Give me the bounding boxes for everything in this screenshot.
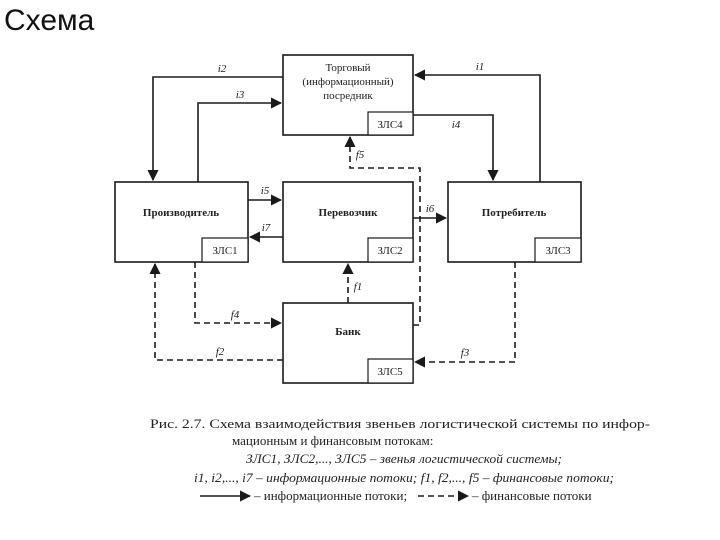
arrow-f5 xyxy=(344,135,421,326)
arrow-f2 xyxy=(149,262,283,361)
node-trade-line3: посредник xyxy=(323,90,373,102)
arrow-i3 xyxy=(197,97,283,182)
node-bank-tag: ЗЛС5 xyxy=(377,366,403,378)
arrow-i1 xyxy=(413,69,541,182)
flow-label-i4: i4 xyxy=(452,119,461,131)
node-carrier: Перевозчик ЗЛС2 xyxy=(282,181,414,263)
node-trade-tag: ЗЛС4 xyxy=(377,119,403,131)
node-consumer-tag: ЗЛС3 xyxy=(545,245,571,257)
arrow-i2 xyxy=(147,76,283,182)
node-trade-line1: Торговый xyxy=(325,62,370,74)
caption-line-4: i1, i2,..., i7 – информационные потоки; … xyxy=(194,470,614,485)
caption-line-1: Рис. 2.7. Схема взаимодействия звеньев л… xyxy=(150,416,650,431)
flow-label-i7: i7 xyxy=(262,222,271,234)
slide-title: Схема xyxy=(4,4,95,37)
node-consumer-label: Потребитель xyxy=(482,207,547,219)
node-producer: Производитель ЗЛС1 xyxy=(114,181,249,263)
legend-dashed-text: – финансовые потоки xyxy=(471,488,592,503)
caption-line-3: ЗЛС1, ЗЛС2,..., ЗЛС5 – звенья логистичес… xyxy=(246,451,562,466)
node-producer-label: Производитель xyxy=(143,207,219,219)
node-trade-line2: (информационный) xyxy=(302,76,393,88)
node-trade-intermediary: Торговый (информационный) посредник ЗЛС4 xyxy=(282,54,414,136)
flow-label-i6: i6 xyxy=(426,203,435,215)
caption-line-2: мационным и финансовым потокам: xyxy=(232,433,433,448)
arrow-f3 xyxy=(413,262,516,368)
flow-label-f4: f4 xyxy=(231,309,240,321)
flow-label-f3: f3 xyxy=(461,347,470,359)
flow-label-i1: i1 xyxy=(476,61,485,73)
arrow-i4 xyxy=(413,114,499,182)
figure-caption: Рис. 2.7. Схема взаимодействия звеньев л… xyxy=(150,416,650,503)
node-producer-tag: ЗЛС1 xyxy=(212,245,237,257)
flow-label-i3: i3 xyxy=(236,89,245,101)
flow-label-i2: i2 xyxy=(218,63,227,75)
node-bank-label: Банк xyxy=(335,326,361,338)
flow-label-f5: f5 xyxy=(356,149,365,161)
node-consumer: Потребитель ЗЛС3 xyxy=(447,181,582,263)
legend-solid-text: – информационные потоки; xyxy=(253,488,407,503)
flow-label-f2: f2 xyxy=(216,346,225,358)
flow-label-f1: f1 xyxy=(354,281,363,293)
node-bank: Банк ЗЛС5 xyxy=(282,302,414,384)
arrow-f4 xyxy=(194,262,283,329)
node-carrier-label: Перевозчик xyxy=(319,207,379,219)
node-carrier-tag: ЗЛС2 xyxy=(377,245,402,257)
flow-label-i5: i5 xyxy=(261,185,270,197)
